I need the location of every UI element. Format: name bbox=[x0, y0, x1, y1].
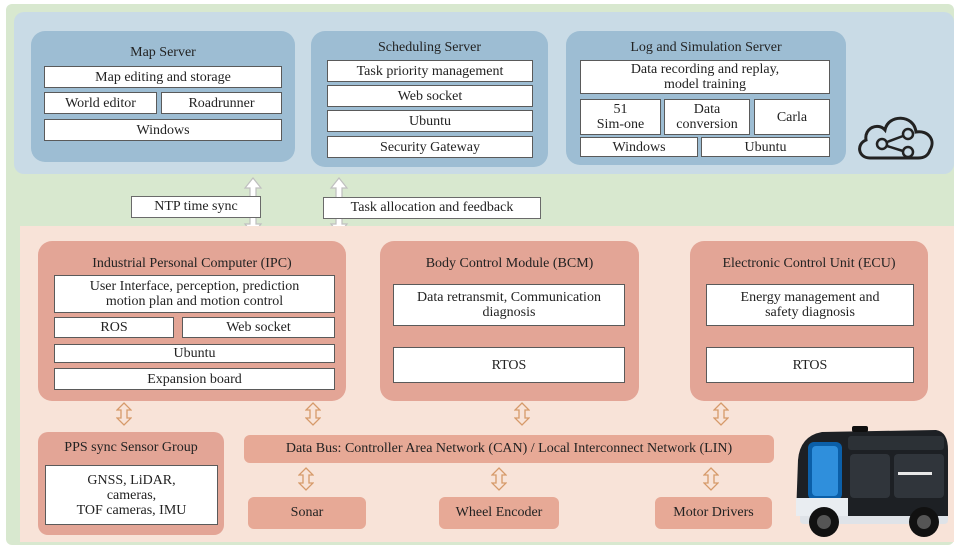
data-bus: Data Bus: Controller Area Network (CAN) … bbox=[244, 435, 774, 463]
sonar-device: Sonar bbox=[248, 497, 366, 529]
world-editor-cell: World editor bbox=[44, 92, 157, 114]
bcm-title: Body Control Module (BCM) bbox=[425, 256, 594, 271]
security-gateway-cell: Security Gateway bbox=[327, 136, 533, 158]
ecu-rtos-cell: RTOS bbox=[706, 347, 914, 383]
ecu-bus-arrow-icon bbox=[712, 402, 730, 426]
carla-cell: Carla bbox=[754, 99, 830, 135]
ecu-module: Electronic Control Unit (ECU) Energy man… bbox=[690, 241, 928, 401]
task-priority-cell: Task priority management bbox=[327, 60, 533, 82]
map-server: Map Server Map editing and storage World… bbox=[31, 31, 295, 162]
ntp-time-sync-label: NTP time sync bbox=[131, 196, 261, 218]
vehicle-icon bbox=[788, 420, 954, 542]
roadrunner-cell: Roadrunner bbox=[161, 92, 282, 114]
motor-drivers-device: Motor Drivers bbox=[655, 497, 772, 529]
ipc-bus-arrow-icon bbox=[304, 402, 322, 426]
ros-cell: ROS bbox=[54, 317, 174, 338]
log-simulation-server: Log and Simulation Server Data recording… bbox=[566, 31, 846, 165]
motor-arrow-icon bbox=[702, 467, 720, 491]
scheduling-server-title: Scheduling Server bbox=[377, 40, 482, 55]
log-windows-cell: Windows bbox=[580, 137, 698, 157]
map-editing-cell: Map editing and storage bbox=[44, 66, 282, 88]
sensor-list-cell: GNSS, LiDAR, cameras, TOF cameras, IMU bbox=[45, 465, 218, 525]
bcm-module: Body Control Module (BCM) Data retransmi… bbox=[380, 241, 639, 401]
sim-one-cell: 51 Sim-one bbox=[580, 99, 661, 135]
map-server-title: Map Server bbox=[130, 45, 196, 60]
wheel-arrow-icon bbox=[490, 467, 508, 491]
data-conversion-cell: Data conversion bbox=[664, 99, 750, 135]
log-ubuntu-cell: Ubuntu bbox=[701, 137, 830, 157]
ipc-title: Industrial Personal Computer (IPC) bbox=[92, 256, 292, 271]
sonar-arrow-icon bbox=[297, 467, 315, 491]
log-server-title: Log and Simulation Server bbox=[630, 40, 782, 55]
ubuntu-cell: Ubuntu bbox=[327, 110, 533, 132]
ipc-sensor-arrow-icon bbox=[115, 402, 133, 426]
ipc-websocket-cell: Web socket bbox=[182, 317, 335, 338]
bcm-functions-cell: Data retransmit, Communication diagnosis bbox=[393, 284, 625, 326]
task-allocation-label: Task allocation and feedback bbox=[323, 197, 541, 219]
ipc-ubuntu-cell: Ubuntu bbox=[54, 344, 335, 363]
cloud-network-icon bbox=[852, 106, 940, 170]
scheduling-server: Scheduling Server Task priority manageme… bbox=[311, 31, 548, 167]
bcm-rtos-cell: RTOS bbox=[393, 347, 625, 383]
bcm-bus-arrow-icon bbox=[513, 402, 531, 426]
ipc-functions-cell: User Interface, perception, prediction m… bbox=[54, 275, 335, 313]
ipc-module: Industrial Personal Computer (IPC) User … bbox=[38, 241, 346, 401]
expansion-board-cell: Expansion board bbox=[54, 368, 335, 390]
windows-cell: Windows bbox=[44, 119, 282, 141]
data-recording-cell: Data recording and replay, model trainin… bbox=[580, 60, 830, 94]
ecu-title: Electronic Control Unit (ECU) bbox=[722, 256, 896, 271]
sensor-group-title: PPS sync Sensor Group bbox=[64, 440, 198, 455]
wheel-encoder-device: Wheel Encoder bbox=[439, 497, 559, 529]
ecu-functions-cell: Energy management and safety diagnosis bbox=[706, 284, 914, 326]
sensor-group: PPS sync Sensor Group GNSS, LiDAR, camer… bbox=[38, 432, 224, 535]
websocket-cell: Web socket bbox=[327, 85, 533, 107]
